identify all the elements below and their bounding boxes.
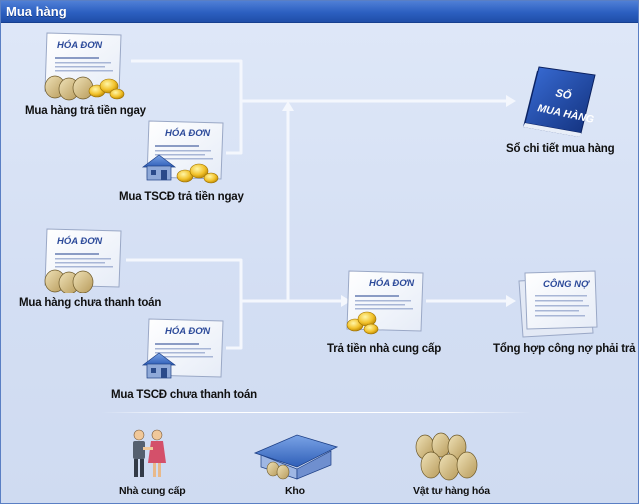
svg-text:HÓA ĐƠN: HÓA ĐƠN xyxy=(165,127,211,139)
flow-connectors xyxy=(126,59,516,350)
catalog-warehouse[interactable] xyxy=(251,427,341,481)
svg-text:HÓA ĐƠN: HÓA ĐƠN xyxy=(57,235,103,247)
node-purchase-ledger[interactable]: SỐ MUA HÀNG xyxy=(517,65,601,141)
node-asset-paid[interactable]: HÓA ĐƠN xyxy=(141,119,231,187)
warehouse-icon xyxy=(253,434,339,480)
svg-text:HÓA ĐƠN: HÓA ĐƠN xyxy=(369,277,415,289)
workflow-canvas: HÓA ĐƠN Mua hàng trả tiền ngay HÓA ĐƠN xyxy=(1,23,638,503)
node-purchase-unpaid[interactable]: HÓA ĐƠN xyxy=(41,227,131,295)
node-purchase-ledger-label[interactable]: Sổ chi tiết mua hàng xyxy=(506,143,615,155)
node-purchase-paid-label[interactable]: Mua hàng trả tiền ngay xyxy=(25,105,146,117)
invoice-goods-icon: HÓA ĐƠN xyxy=(44,228,122,295)
node-purchase-paid[interactable]: HÓA ĐƠN xyxy=(41,31,131,101)
node-payables-summary-label[interactable]: Tổng hợp công nợ phải trả xyxy=(493,343,636,355)
catalog-goods-label[interactable]: Vật tư hàng hóa xyxy=(413,485,490,497)
window-title: Mua hàng xyxy=(6,4,67,19)
svg-text:SỐ: SỐ xyxy=(554,86,573,102)
svg-text:HÓA ĐƠN: HÓA ĐƠN xyxy=(57,39,103,51)
node-payables-summary[interactable]: CÔNG NỢ xyxy=(515,267,605,339)
catalog-warehouse-label[interactable]: Kho xyxy=(285,485,305,497)
ledger-book-icon: SỐ MUA HÀNG xyxy=(523,66,596,137)
catalog-supplier[interactable] xyxy=(127,427,171,481)
invoice-goods-coins-icon: HÓA ĐƠN xyxy=(44,32,125,101)
goods-sacks-icon xyxy=(415,432,478,481)
section-divider xyxy=(101,412,531,413)
supplier-people-icon xyxy=(133,429,166,477)
node-pay-supplier[interactable]: HÓA ĐƠN xyxy=(341,269,431,339)
catalog-goods[interactable] xyxy=(411,427,485,481)
node-pay-supplier-label[interactable]: Trả tiền nhà cung cấp xyxy=(327,343,442,355)
node-asset-unpaid[interactable]: HÓA ĐƠN xyxy=(141,317,231,385)
svg-text:HÓA ĐƠN: HÓA ĐƠN xyxy=(165,325,211,337)
window-titlebar: Mua hàng xyxy=(1,1,638,23)
svg-text:CÔNG NỢ: CÔNG NỢ xyxy=(543,278,590,290)
invoice-house-icon: HÓA ĐƠN xyxy=(141,318,224,379)
catalog-supplier-label[interactable]: Nhà cung cấp xyxy=(119,485,186,497)
node-purchase-unpaid-label[interactable]: Mua hàng chưa thanh toán xyxy=(19,297,162,309)
debt-documents-icon: CÔNG NỢ xyxy=(518,270,598,338)
node-asset-paid-label[interactable]: Mua TSCĐ trả tiền ngay xyxy=(119,191,244,203)
invoice-house-coins-icon: HÓA ĐƠN xyxy=(141,120,224,184)
invoice-coins-icon: HÓA ĐƠN xyxy=(346,270,424,335)
node-asset-unpaid-label[interactable]: Mua TSCĐ chưa thanh toán xyxy=(111,389,258,401)
